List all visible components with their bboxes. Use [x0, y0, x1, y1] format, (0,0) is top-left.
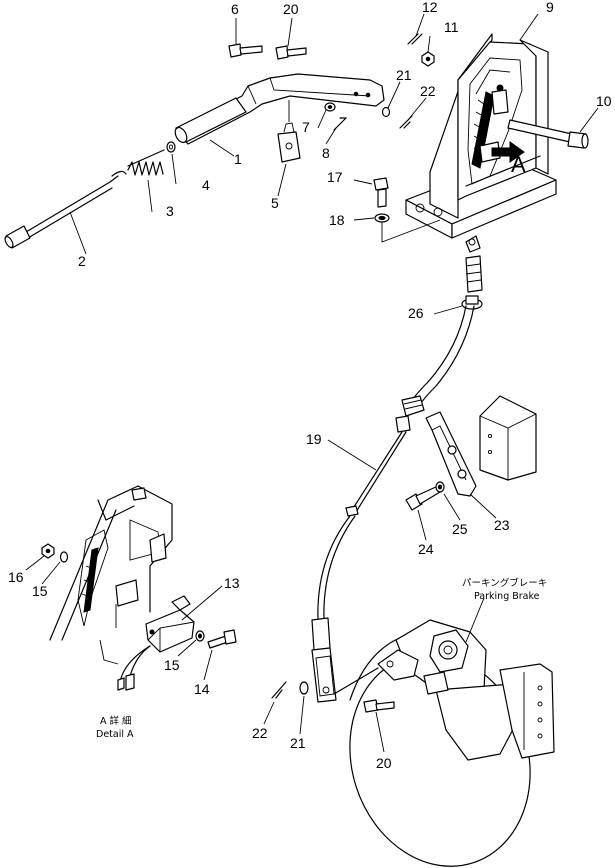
- callout-23: 23: [494, 517, 510, 533]
- bolt-20-top-part: [275, 45, 307, 60]
- pin-22-bottom-part: [271, 681, 287, 699]
- callout-12: 12: [422, 0, 438, 15]
- callout-2: 2: [78, 253, 86, 269]
- clevis-5-part: [277, 100, 301, 163]
- callout-13: 13: [224, 575, 240, 591]
- plate-23-part: [425, 411, 477, 497]
- grip-rod-part: [4, 170, 127, 249]
- callout-11: 11: [444, 19, 459, 35]
- callout-18: 18: [329, 212, 345, 228]
- spring-part: [127, 149, 165, 176]
- assembly-line-18: [381, 219, 441, 243]
- lever-arm-part: [175, 73, 385, 145]
- nut-11-part: [421, 51, 435, 67]
- callout-8: 8: [322, 145, 330, 161]
- washer-7-part: [324, 102, 336, 112]
- callout-20-top: 20: [283, 1, 299, 17]
- callout-3: 3: [166, 203, 174, 219]
- callout-15-left: 15: [32, 583, 48, 599]
- callout-22-top: 22: [420, 83, 436, 99]
- callout-4: 4: [202, 177, 210, 193]
- washer-21-bottom-part: [299, 681, 309, 695]
- frame-right-part: [479, 395, 537, 481]
- washer-25-part: [435, 481, 445, 493]
- callout-5: 5: [271, 195, 279, 211]
- bolt-6-part: [228, 43, 263, 58]
- callout-20-bottom: 20: [376, 755, 392, 771]
- washer-15-left-part: [59, 551, 69, 563]
- view-marker-a: A: [511, 152, 526, 177]
- callout-21-bottom: 21: [290, 735, 306, 751]
- callout-14: 14: [194, 681, 210, 697]
- pin-12-part: [407, 33, 423, 45]
- detail-a-caption-en: Detail A: [96, 729, 134, 740]
- detail-a-view: [49, 485, 173, 665]
- bolt-10-part: [507, 119, 589, 149]
- callout-22-bottom: 22: [252, 725, 268, 741]
- callout-24: 24: [418, 541, 434, 557]
- lever-pipe-part: [174, 97, 247, 144]
- parking-brake-caption-en: Parking Brake: [474, 591, 540, 602]
- callout-10: 10: [596, 93, 612, 109]
- callout-6: 6: [231, 1, 239, 17]
- callout-7: 7: [302, 119, 310, 135]
- callout-1: 1: [234, 151, 242, 167]
- washer-21-top-part: [381, 106, 391, 118]
- callout-15-detail: 15: [164, 657, 180, 673]
- washer-18-part: [374, 213, 390, 223]
- cable-19-part: [311, 235, 483, 703]
- callout-21-top: 21: [396, 67, 412, 83]
- bolt-17-part: [373, 177, 389, 208]
- switch-13-part: [117, 595, 195, 691]
- callout-26: 26: [408, 305, 424, 321]
- detail-a-caption-jp: A 詳 細: [100, 715, 132, 727]
- callout-19: 19: [306, 431, 322, 447]
- bolt-20-bottom-part: [363, 699, 395, 713]
- bolt-24-part: [405, 485, 441, 511]
- callout-17: 17: [327, 169, 343, 185]
- callout-16: 16: [8, 569, 24, 585]
- callout-labels: 6 20 12 11 9 10 21 22 7 8 1 4 5 3 2 17 1…: [8, 0, 612, 771]
- parking-brake-caption-jp: パーキングブレーキ: [462, 577, 547, 589]
- bolt-14-part: [207, 629, 237, 649]
- washer-15-detail-part: [195, 630, 205, 642]
- callout-25: 25: [452, 521, 468, 537]
- bracket-9-part: [405, 33, 557, 239]
- nut-16-part: [41, 543, 55, 559]
- callout-9: 9: [546, 0, 554, 15]
- brake-caliper-part: [333, 619, 555, 761]
- leader-lines: [25, 13, 599, 753]
- washer-4-part: [166, 141, 176, 153]
